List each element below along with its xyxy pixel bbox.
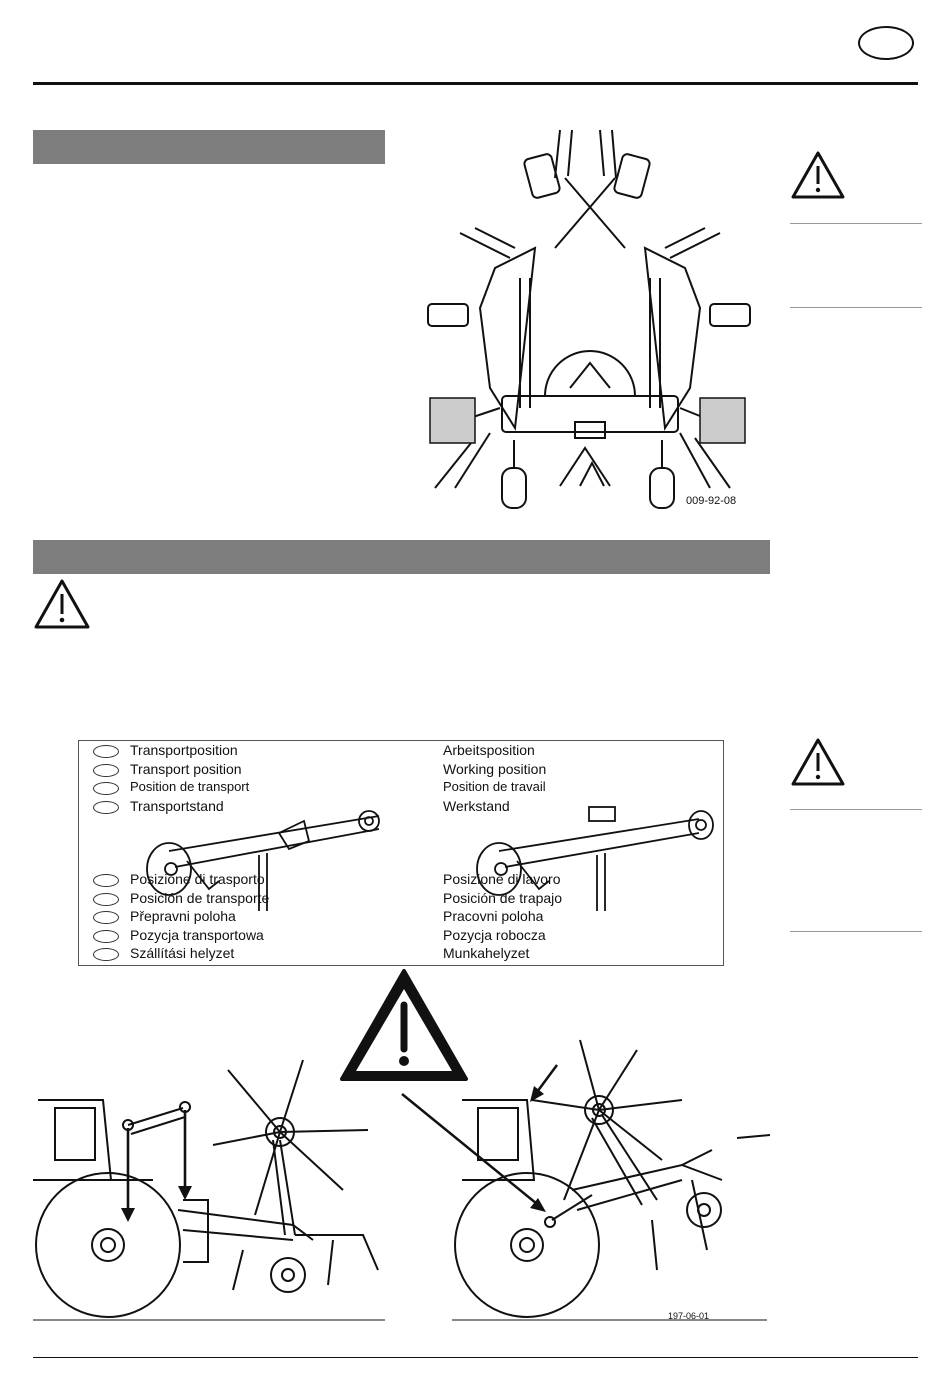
tractor-transport-drawing <box>33 1059 385 1321</box>
drawing-code-top: 009-92-08 <box>686 495 737 507</box>
language-flag-oval <box>93 948 119 961</box>
language-flag-oval <box>93 764 119 777</box>
legend-transport-label: Pozycja transportowa <box>130 927 264 943</box>
side-rule <box>790 223 922 224</box>
warning-triangle-icon <box>34 579 90 629</box>
legend-working-label: Pracovni poloha <box>443 908 544 924</box>
legend-working-label: Working position <box>443 761 547 777</box>
language-flag-oval <box>93 782 119 795</box>
legend-transport-label: Transportposition <box>130 742 238 758</box>
section-header-bar <box>33 540 770 574</box>
side-rule <box>790 809 922 810</box>
side-rule <box>790 307 922 308</box>
legend-working-label: Werkstand <box>443 798 510 814</box>
warning-triangle-icon <box>791 151 845 199</box>
language-flag-oval <box>93 874 119 887</box>
cylinder-working-drawing <box>476 806 714 911</box>
legend-working-label: Position de travail <box>443 779 546 794</box>
header-rule <box>33 82 918 85</box>
footer-rule <box>33 1357 918 1358</box>
legend-transport-label: Szállítási helyzet <box>130 945 235 961</box>
legend-working-label: Pozycja robocza <box>443 927 546 943</box>
language-flag-oval <box>93 893 119 906</box>
language-flag-oval <box>93 911 119 924</box>
side-rule <box>790 931 922 932</box>
legend-working-label: Posición de trapajo <box>443 890 563 906</box>
tractor-working-drawing <box>401 1039 771 1321</box>
legend-transport-label: Position de transport <box>130 779 250 794</box>
position-legend: Transportposition Transport position Pos… <box>78 740 724 966</box>
legend-working-label: Arbeitsposition <box>443 742 535 758</box>
legend-working-label: Munkahelyzet <box>443 945 530 961</box>
language-badge <box>858 26 914 60</box>
rake-transport-drawing <box>427 129 751 509</box>
language-flag-oval <box>93 801 119 814</box>
language-flag-oval <box>93 745 119 758</box>
cylinder-transport-drawing <box>146 810 380 911</box>
warning-triangle-icon <box>340 969 468 1081</box>
warning-triangle-icon <box>791 738 845 786</box>
legend-working-label: Posizione di lavoro <box>443 871 561 887</box>
legend-transport-label: Přepravni poloha <box>130 908 236 924</box>
legend-transport-label: Posizione di trasporto <box>130 871 265 887</box>
drawing-code-bottom: 197-06-01 <box>668 1311 710 1321</box>
language-flag-oval <box>93 930 119 943</box>
section-header-bar <box>33 130 385 164</box>
legend-transport-label: Transportstand <box>130 798 224 814</box>
legend-transport-label: Transport position <box>130 761 242 777</box>
